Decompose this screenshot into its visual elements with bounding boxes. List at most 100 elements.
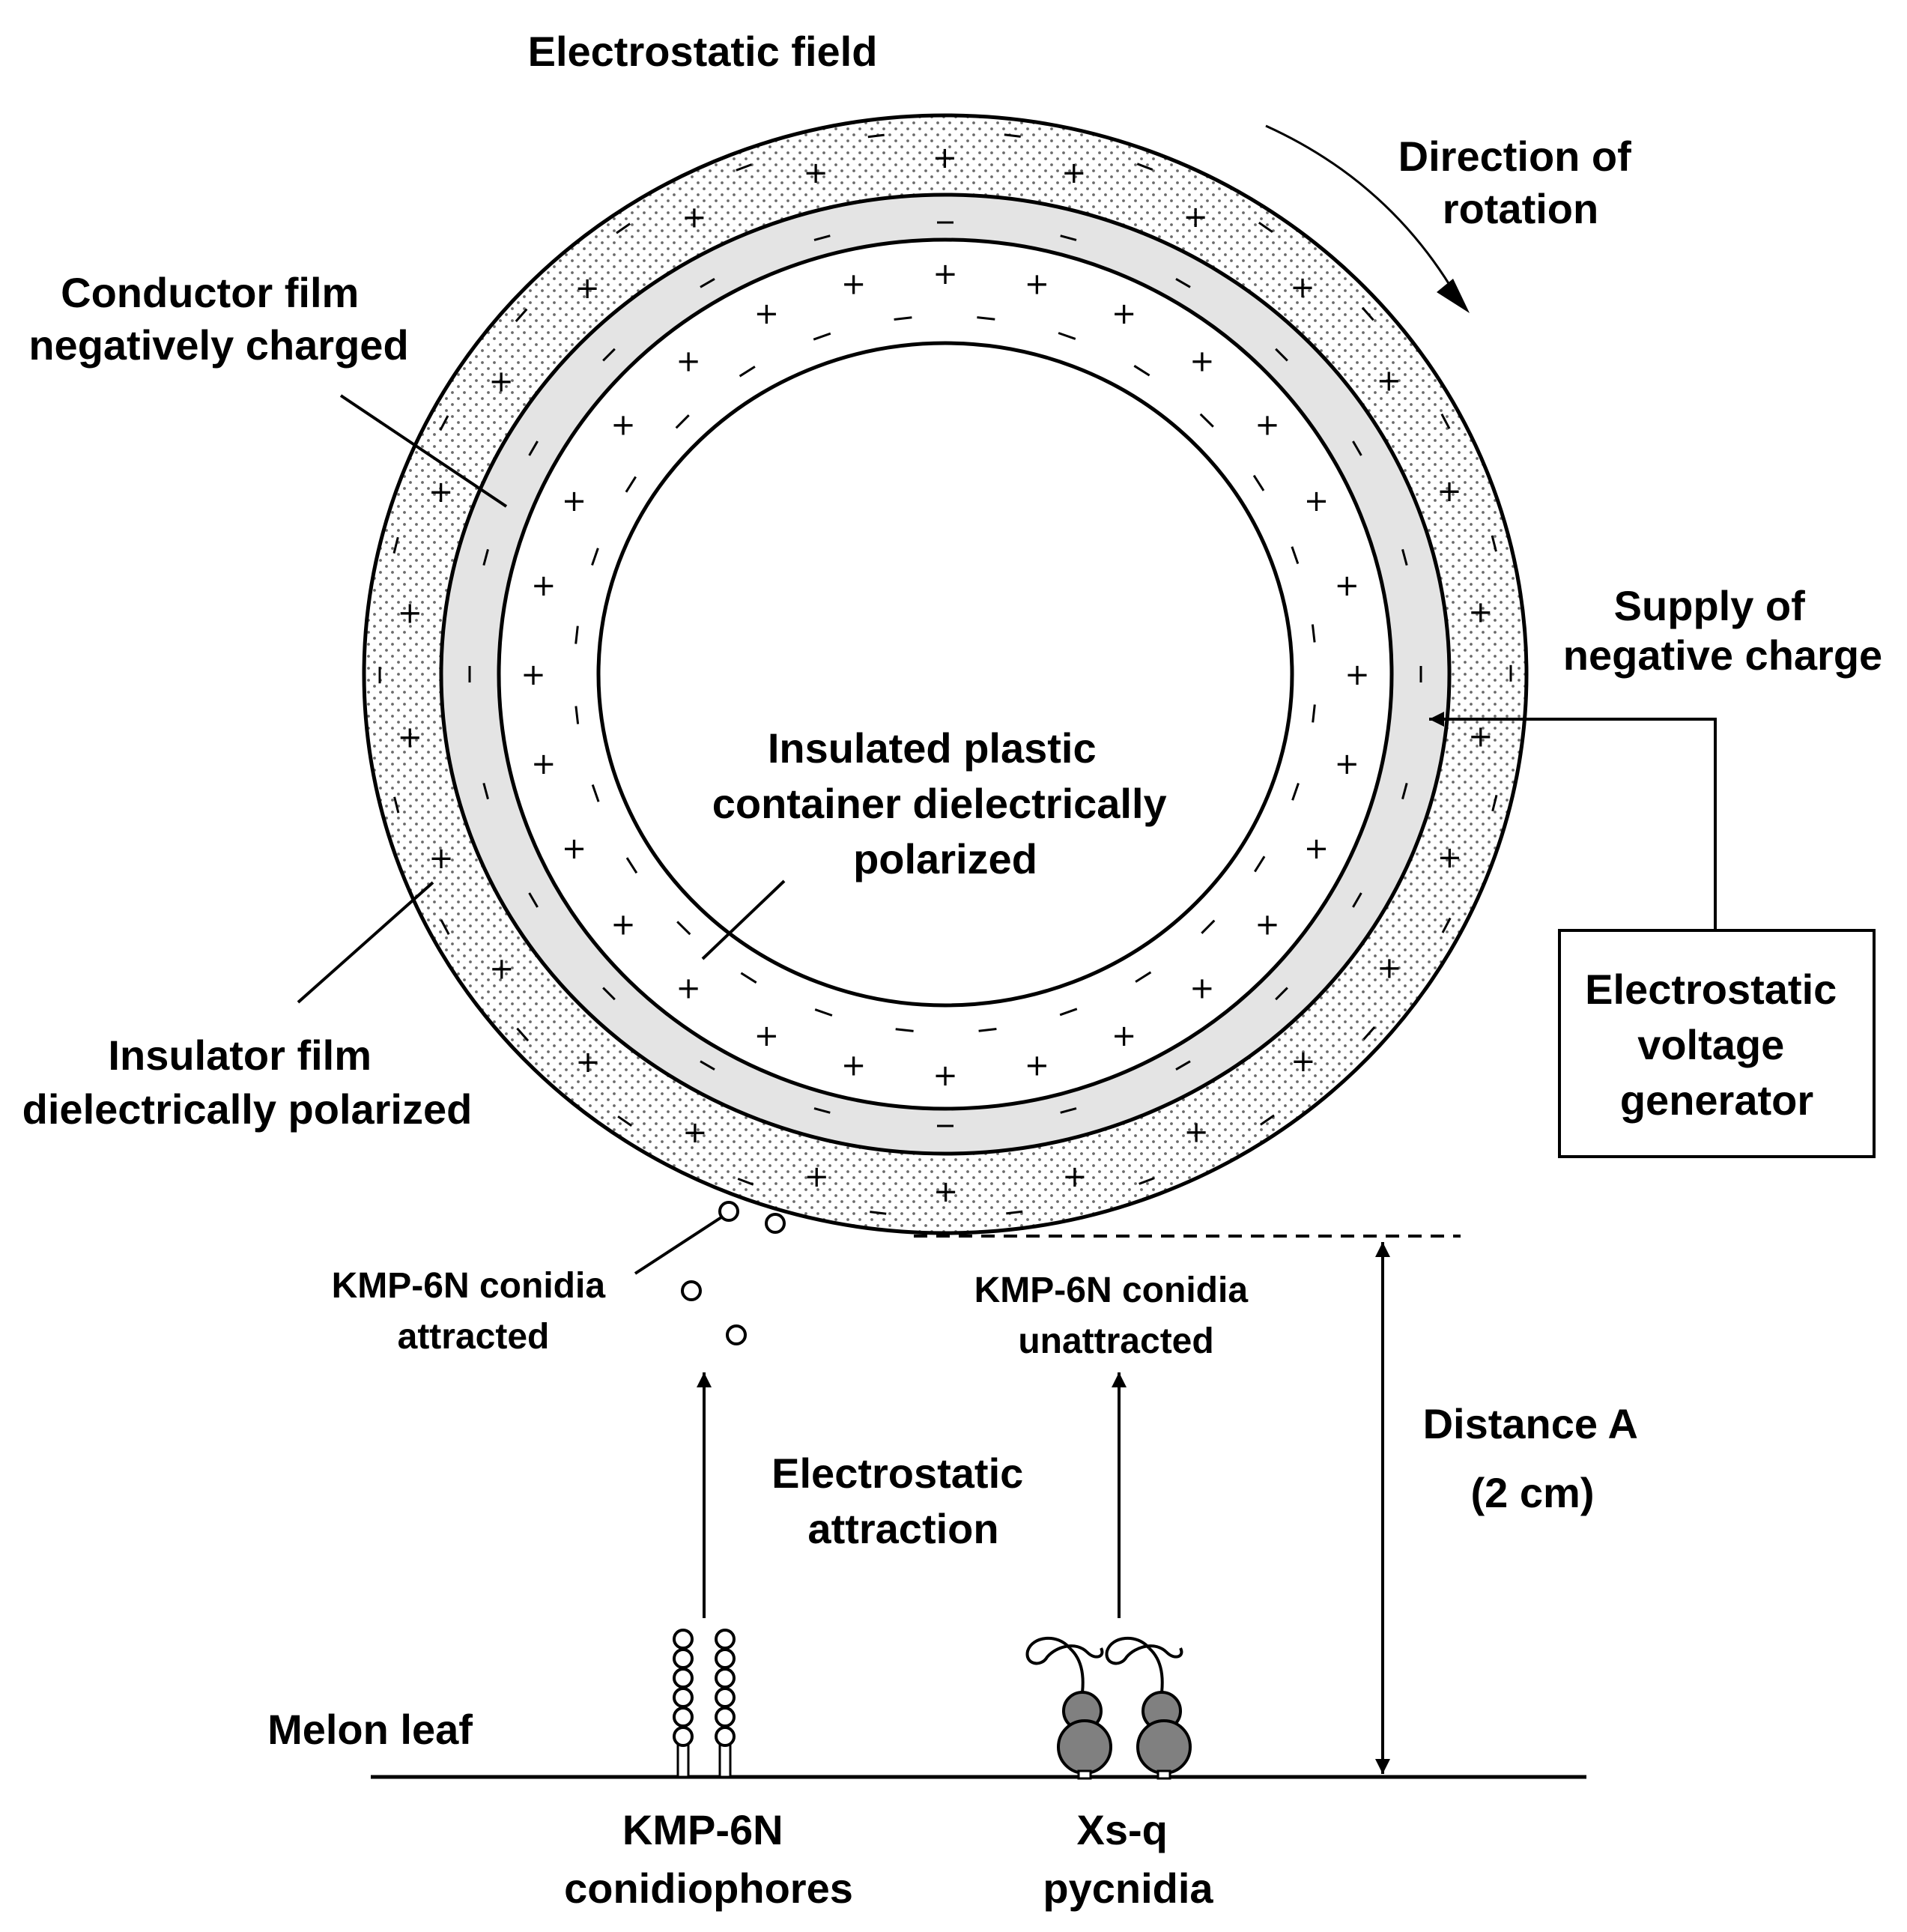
conidia-attracted-label: KMP-6N conidia attracted [332,1266,616,1357]
conductor-minus-sign [1275,987,1288,1001]
pycnidium [1105,1636,1192,1780]
container-minus-sign [574,706,580,724]
insulator-minus-sign [736,163,752,172]
container-plus-sign: + [1255,408,1280,442]
container-minus-sign [676,921,691,936]
container-plus-sign: + [1112,297,1137,331]
conductor-minus-sign [700,278,715,288]
container-plus-sign: + [1189,971,1215,1005]
insulator-minus-sign [1441,917,1452,933]
container-plus-sign: + [676,345,701,379]
container-minus-sign [813,332,831,341]
insulator-plus-sign: + [682,200,707,234]
container-minus-sign [675,414,690,429]
insulator-plus-sign: + [1437,474,1462,509]
insulator-plus-sign: + [1291,1044,1316,1079]
container-minus-sign [1135,971,1152,983]
container-minus-sign [1291,783,1300,801]
container-plus-sign: + [610,908,636,942]
conductor-minus-sign [1060,234,1077,241]
conductor-minus-sign [1175,278,1191,288]
container-plus-sign: + [1334,747,1359,781]
insulator-plus-sign: + [428,475,454,509]
container-minus-sign [895,1028,914,1032]
conidium [673,1726,694,1747]
container-plus-sign: + [754,297,780,331]
voltage-generator-box [1558,929,1876,1158]
insulator-plus-sign: + [398,721,423,755]
insulator-minus-sign [870,1211,887,1215]
container-minus-sign [739,366,756,378]
conidium [765,1213,786,1234]
container-minus-sign [1199,413,1214,428]
container-minus-sign [1291,546,1300,564]
container-plus-sign: + [1112,1019,1137,1053]
container-interior [596,341,1294,1008]
container-plus-sign: + [1304,832,1330,866]
conidiophores-label: KMP-6N conidiophores [564,1806,853,1912]
container-plus-sign: + [531,747,557,781]
container-plus-sign: + [531,569,557,603]
insulator-minus-sign [867,133,885,139]
container-minus-sign [1058,332,1076,340]
insulator-plus-sign: + [682,1115,708,1150]
insulator-minus-sign [1362,1026,1376,1041]
container-minus-sign [625,857,638,874]
container-minus-sign [574,626,579,644]
insulator-plus-sign: + [488,365,514,399]
insulator-plus-sign: + [1437,841,1463,875]
insulator-minus-sign [439,415,449,431]
insulator-plus-sign: + [1183,200,1208,234]
container-plus-sign: + [1025,1049,1050,1083]
insulator-minus-sign [617,1115,633,1127]
conidia-unattracted-label: KMP-6N conidia unattracted [974,1271,1258,1361]
conidium [715,1707,736,1727]
conidium [715,1629,736,1650]
container-plus-sign: + [754,1019,780,1053]
container-plus-sign: + [841,267,867,301]
insulator-minus-sign [1258,221,1273,233]
drum-rings [362,113,1529,1235]
insulator-minus-sign [1491,535,1497,552]
container-plus-sign: + [1334,569,1359,603]
insulator-minus-sign [516,1027,530,1042]
container-plus-sign: + [933,257,958,291]
insulator-plus-sign: + [933,141,958,175]
conidium [715,1648,736,1669]
insulator-plus-sign: + [575,1045,601,1079]
container-plus-sign: + [521,658,546,692]
electrostatic-attraction-label: Electrostatic attraction [771,1450,1035,1552]
container-minus-sign [894,316,912,321]
insulator-plus-sign: + [933,1175,959,1209]
insulator-plus-sign: + [803,156,828,190]
insulator-minus-sign [1006,1210,1023,1215]
conidiophore [715,1629,736,1778]
conductor-minus-sign [1060,1107,1077,1114]
container-plus-sign: + [841,1049,867,1083]
supply-line [1429,712,1717,930]
conductor-minus-sign [1275,348,1288,362]
insulator-minus-sign [440,919,450,936]
container-plus-sign: + [610,408,636,442]
insulator-minus-sign [1260,1114,1275,1126]
attracted-conidia [681,1201,786,1345]
conidium [726,1324,747,1345]
insulator-film-label: Insulator film dielectrically polarized [22,1032,473,1133]
insulator-plus-sign: + [397,596,422,630]
container-minus-sign [1133,365,1150,377]
voltage-generator-label: Electrostatic voltage generator [1585,966,1849,1124]
conductor-minus-sign [700,1060,715,1071]
insulator-minus-sign [737,1178,754,1186]
insulator-plus-sign: + [1377,951,1402,986]
container-minus-sign [977,316,995,321]
insulator-minus-sign [1136,163,1153,171]
attracted-conidia-leader [634,1216,723,1275]
insulator-plus-sign: + [1468,595,1494,629]
insulator-plus-sign: + [1062,1160,1088,1194]
distance-label: Distance A (2 cm) [1423,1400,1649,1516]
insulator-film-leader [297,881,434,1004]
charge-signs: ++++++++++++++++++++++++++++++++++++++++… [378,133,1512,1215]
container-minus-sign [1254,856,1266,873]
insulator-plus-sign: + [489,951,515,986]
